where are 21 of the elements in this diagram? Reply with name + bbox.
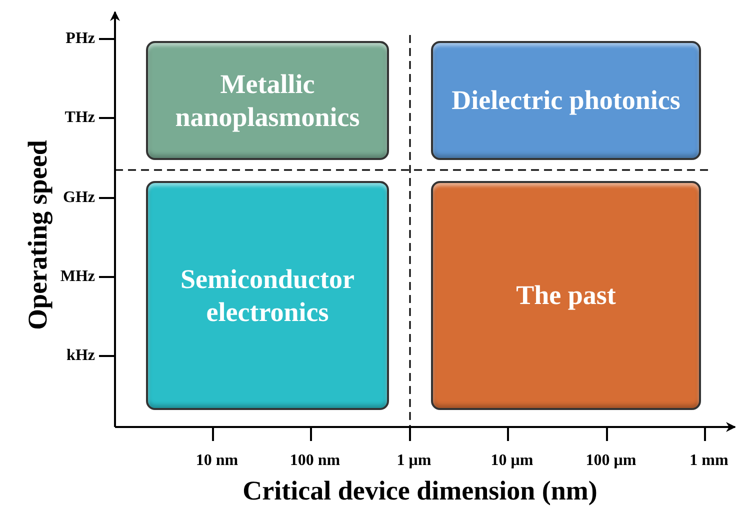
tick-label: GHz xyxy=(63,190,95,206)
tick-label: 1 μm xyxy=(396,453,432,469)
tick-label: kHz xyxy=(66,348,95,364)
tick-label: 100 μm xyxy=(586,453,636,469)
box-label: The past xyxy=(516,279,616,312)
tick-label: THz xyxy=(64,110,95,126)
axis-title: Critical device dimension (nm) xyxy=(242,478,598,504)
category-box xyxy=(431,181,701,410)
tick-label: 10 μm xyxy=(490,453,534,469)
tick-label: MHz xyxy=(60,269,95,285)
axis-title: Operating speed xyxy=(24,140,52,330)
tick-label: 100 nm xyxy=(290,453,340,469)
box-label: Semiconductor electronics xyxy=(180,263,356,328)
tick-label: 10 nm xyxy=(196,453,238,469)
tick-label: PHz xyxy=(66,31,95,47)
category-box xyxy=(146,181,389,410)
category-box xyxy=(146,41,389,160)
category-box xyxy=(431,41,701,160)
box-label: Dielectric photonics xyxy=(452,84,680,117)
tick-label: 1 mm xyxy=(690,453,728,469)
box-label: Metallic nanoplasmonics xyxy=(174,68,361,133)
